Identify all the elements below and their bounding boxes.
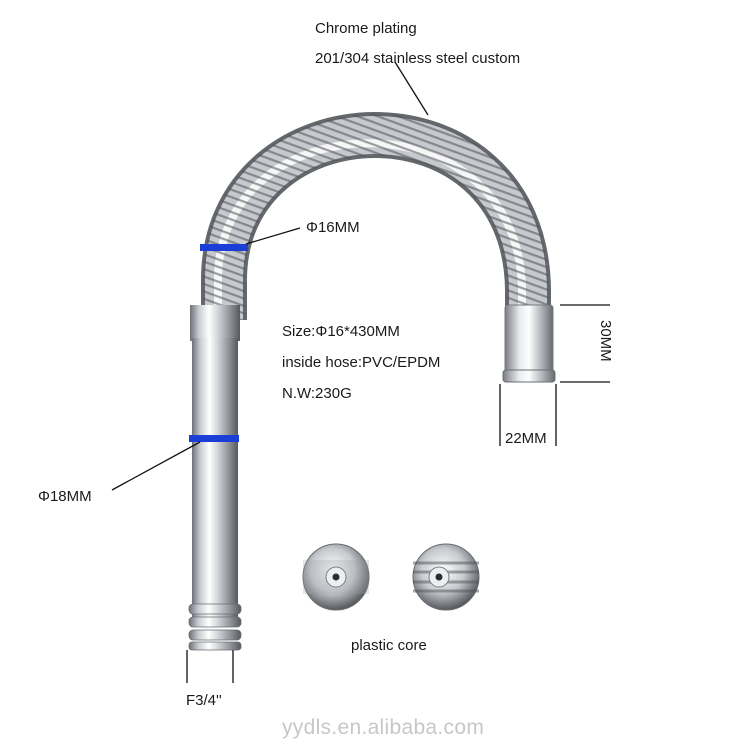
end-width-label: 22MM <box>505 430 547 447</box>
outlet-fitting <box>502 304 556 383</box>
pipe-diameter-label: Φ18MM <box>38 488 92 505</box>
thread-size-label: F3/4'' <box>186 692 222 709</box>
spec-size: Size:Φ16*430MM <box>282 323 400 340</box>
rigid-pipe <box>188 305 242 651</box>
watermark: yydls.en.alibaba.com <box>282 716 485 739</box>
plastic-core-detail-left <box>302 543 370 611</box>
leader-lines <box>111 61 610 683</box>
finish-label: Chrome plating <box>315 20 417 37</box>
spec-weight: N.W:230G <box>282 385 352 402</box>
plastic-core-label: plastic core <box>351 637 427 654</box>
material-label: 201/304 stainless steel custom <box>315 50 521 67</box>
plastic-core-detail-right <box>412 543 480 611</box>
hose-diameter-marker <box>200 244 248 251</box>
end-height-label: 30MM <box>597 320 614 362</box>
flexible-hose <box>201 112 551 320</box>
hose-diameter-label: Φ16MM <box>306 219 360 236</box>
spec-inside-hose: inside hose:PVC/EPDM <box>282 354 441 371</box>
pipe-diameter-marker <box>189 435 239 442</box>
